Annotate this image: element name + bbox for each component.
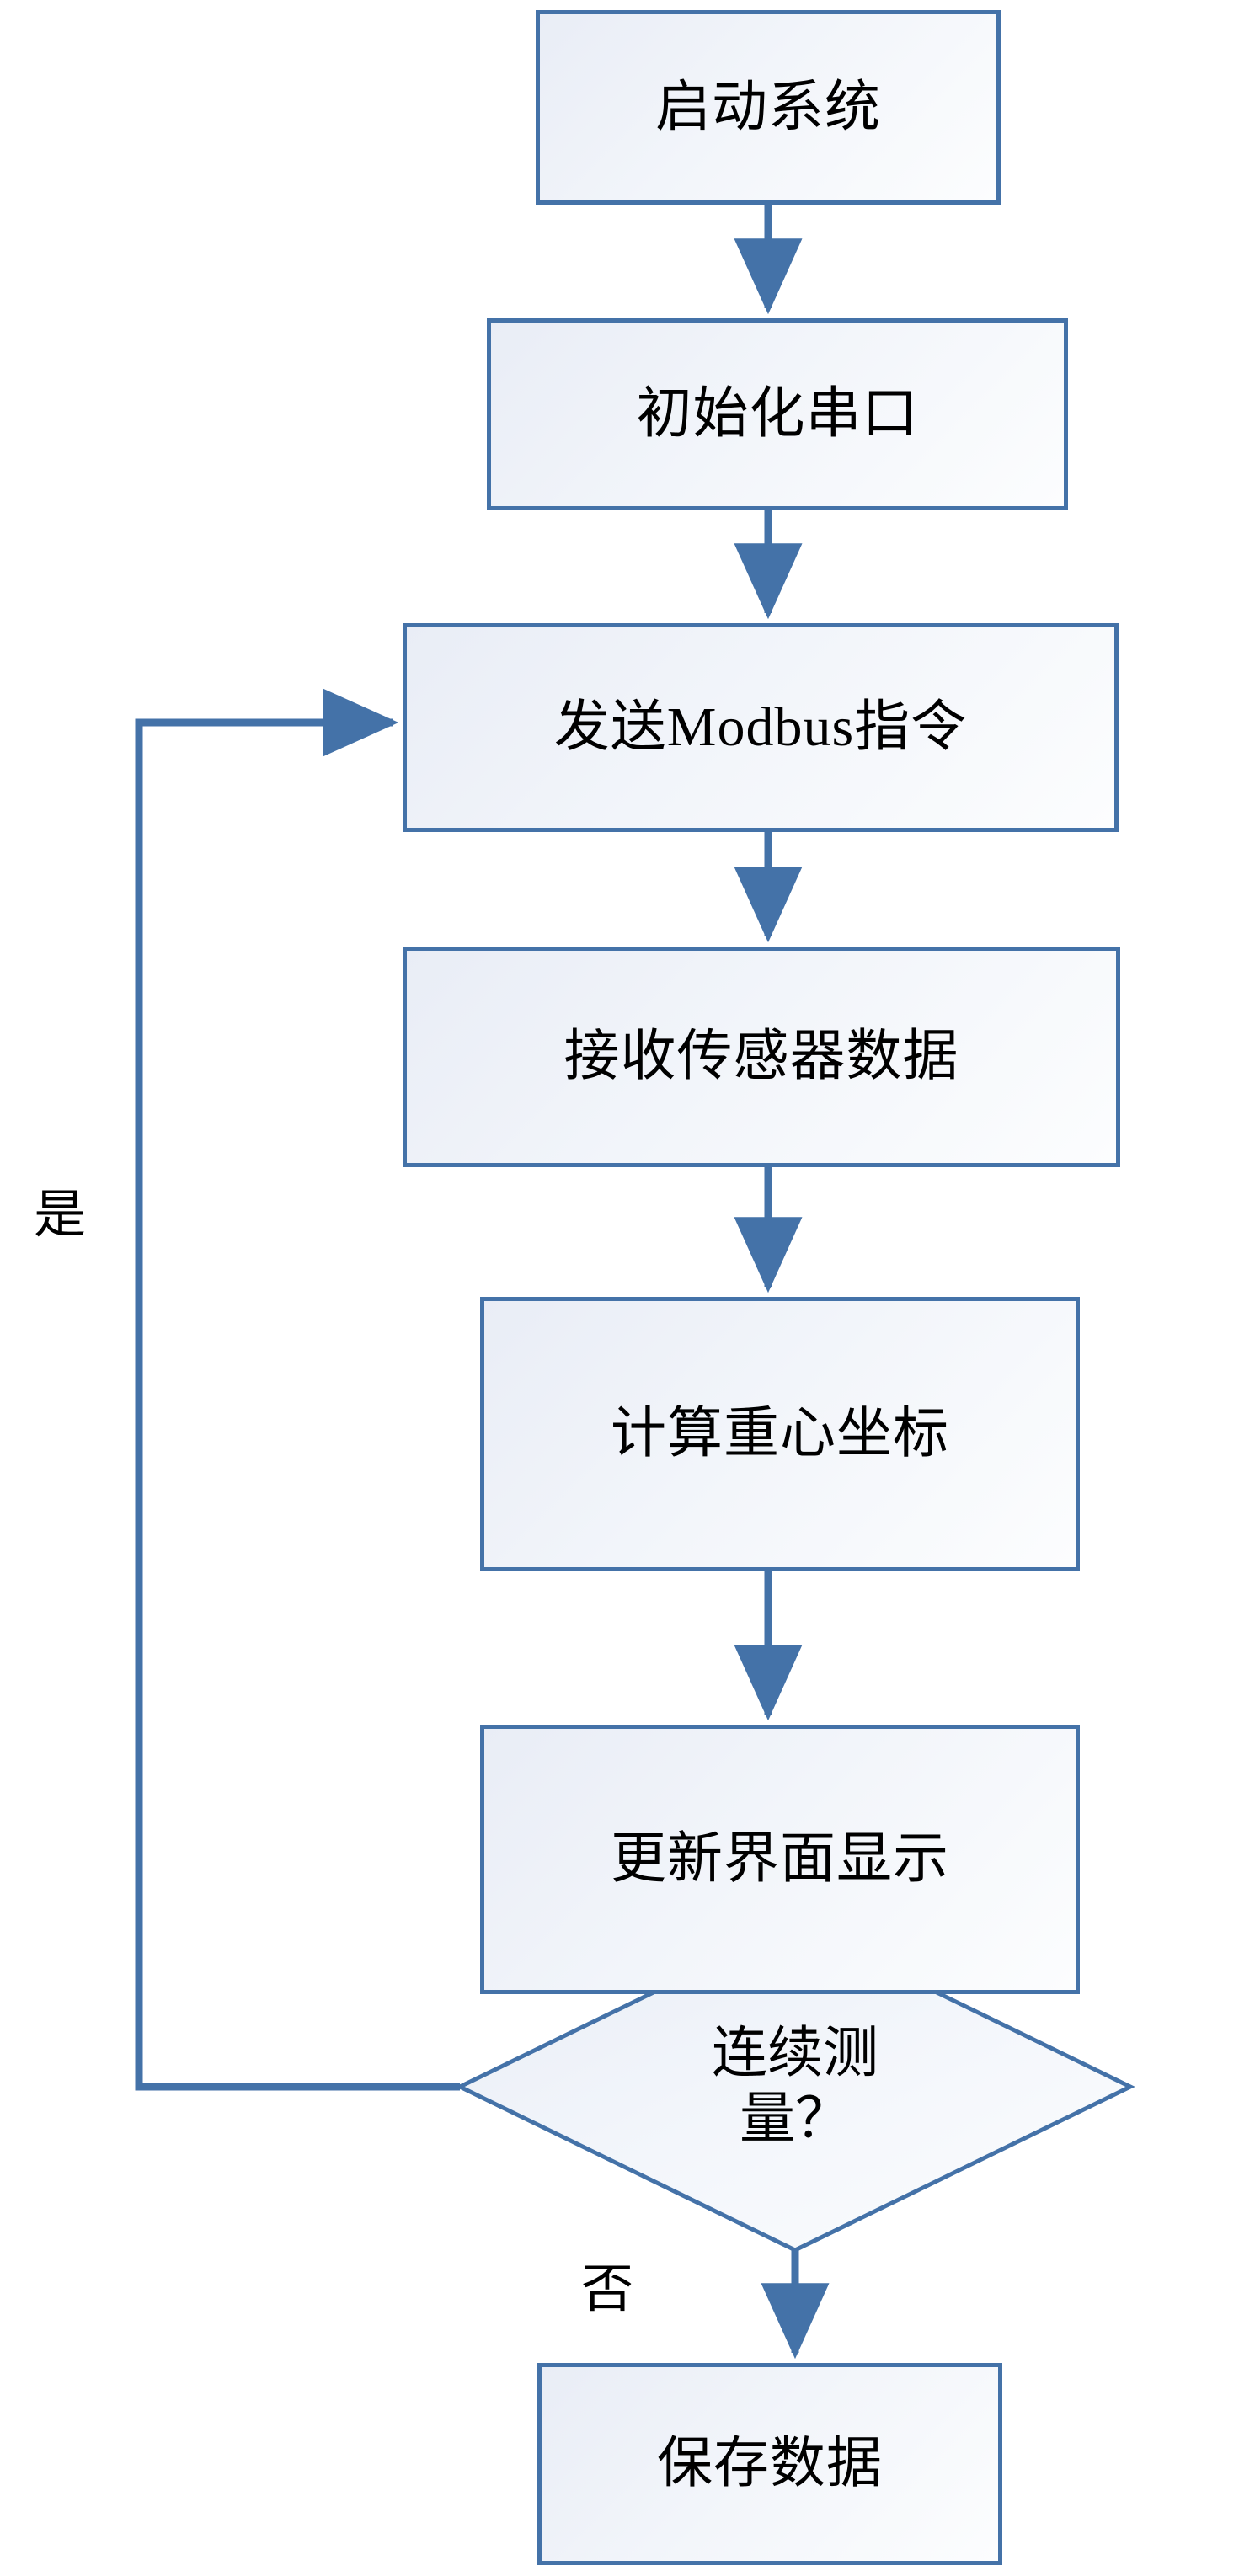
node-save-data[interactable]: 保存数据: [537, 2363, 1002, 2565]
edge-label-yes: 是: [34, 1187, 87, 1244]
node-calculate-centroid[interactable]: 计算重心坐标: [480, 1297, 1080, 1571]
node-send-modbus-command[interactable]: 发送Modbus指令: [403, 623, 1119, 832]
node-init-serial-port[interactable]: 初始化串口: [487, 318, 1068, 510]
node-continuous-measurement-decision[interactable]: 连续测 量？: [462, 1922, 1129, 2252]
node-save-label: 保存数据: [657, 2433, 883, 2495]
decision-label-line2: 量？: [739, 2088, 851, 2150]
node-update-ui-display[interactable]: 更新界面显示: [480, 1725, 1080, 1994]
decision-label-block: 连续测 量？: [562, 2021, 1028, 2152]
edge-label-no: 否: [581, 2261, 634, 2318]
node-start[interactable]: 启动系统: [536, 10, 1001, 205]
edge-decision-to-send-feedback: [135, 688, 460, 2091]
node-calc-label: 计算重心坐标: [611, 1403, 949, 1465]
node-update-label: 更新界面显示: [611, 1828, 949, 1891]
node-recv-label: 接收传感器数据: [563, 1026, 959, 1088]
node-receive-sensor-data[interactable]: 接收传感器数据: [403, 947, 1120, 1167]
node-send-label: 发送Modbus指令: [553, 696, 968, 759]
node-start-label: 启动系统: [655, 76, 881, 138]
decision-label-line1: 连续测: [711, 2023, 878, 2085]
node-init-label: 初始化串口: [636, 383, 919, 445]
